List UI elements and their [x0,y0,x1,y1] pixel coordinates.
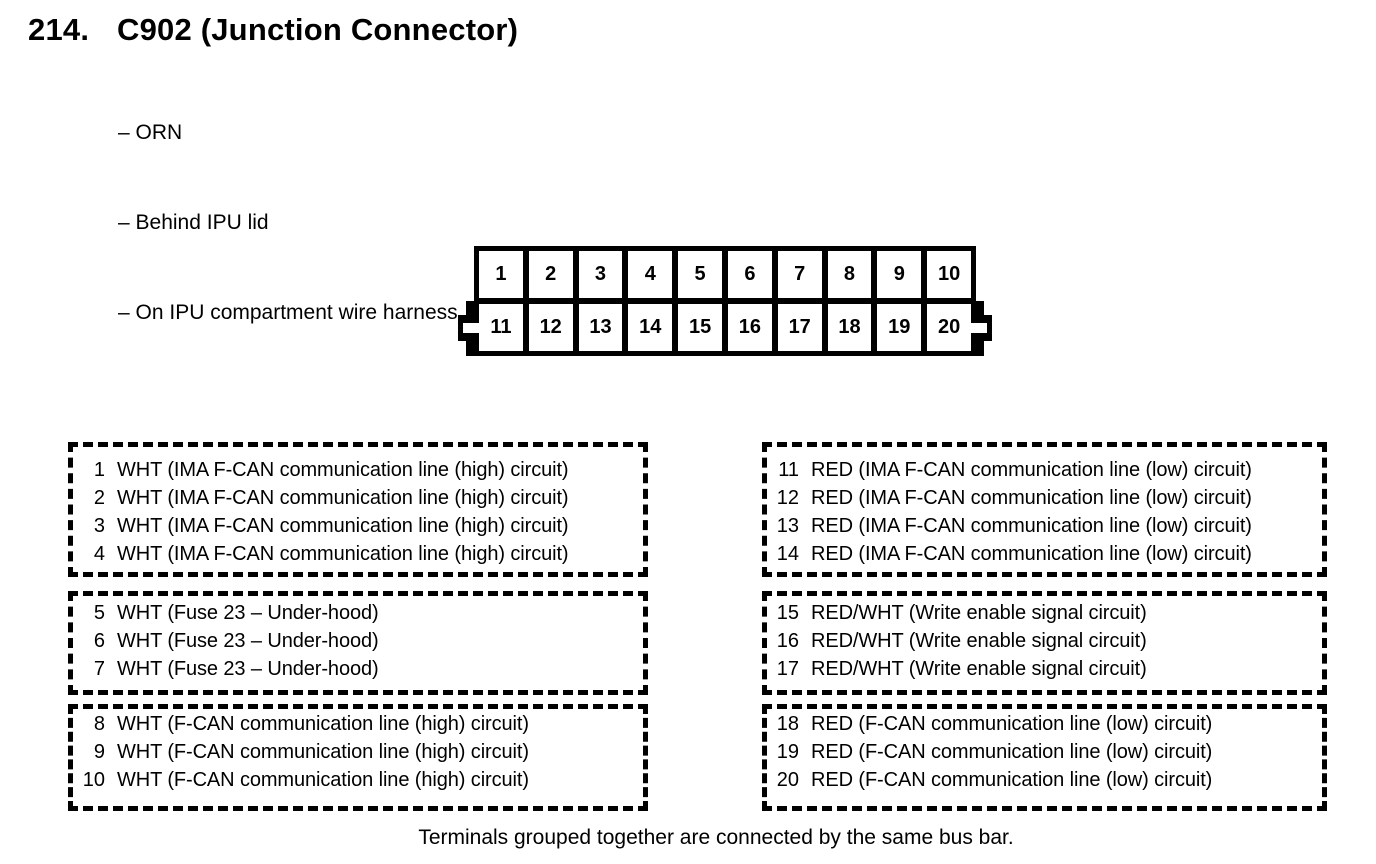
pin-number: 9 [93,741,105,763]
pin-number: 12 [776,487,799,509]
pin-cell-16: 16 [727,304,772,351]
terminal-row: 16 RED/WHT (Write enable signal circuit) [767,627,1322,655]
terminal-row: 11 RED (IMA F-CAN communication line (lo… [767,456,1322,484]
wire-description: WHT (IMA F-CAN communication line (high)… [117,487,569,509]
pin-cell-18: 18 [827,304,872,351]
wire-description: RED/WHT (Write enable signal circuit) [811,630,1147,652]
mount-tab-right-icon [971,315,992,341]
terminal-row: 2 WHT (IMA F-CAN communication line (hig… [73,484,643,512]
pin-cell-6: 6 [727,251,772,298]
terminal-row: 15 RED/WHT (Write enable signal circuit) [767,599,1322,627]
pin-number: 7 [93,658,105,680]
pin-cell-5: 5 [678,251,722,298]
terminal-row: 19 RED (F-CAN communication line (low) c… [767,738,1322,766]
pin-cell-8: 8 [827,251,872,298]
wire-description: WHT (IMA F-CAN communication line (high)… [117,515,569,537]
wire-description: RED/WHT (Write enable signal circuit) [811,658,1147,680]
connector-bottom-row: 11 12 13 14 15 16 17 18 19 20 [466,301,984,356]
wire-description: WHT (F-CAN communication line (high) cir… [117,741,529,763]
wire-description: RED (IMA F-CAN communication line (low) … [811,543,1252,565]
terminal-row: 4 WHT (IMA F-CAN communication line (hig… [73,540,643,568]
terminal-row: 18 RED (F-CAN communication line (low) c… [767,710,1322,738]
wire-description: WHT (IMA F-CAN communication line (high)… [117,459,569,481]
pin-number: 17 [776,658,799,680]
pin-number: 19 [776,741,799,763]
connector-notes: – ORN – Behind IPU lid – On IPU compartm… [118,58,458,388]
wire-description: RED (IMA F-CAN communication line (low) … [811,515,1252,537]
terminal-row: 6 WHT (Fuse 23 – Under-hood) [73,627,643,655]
note-color: – ORN [118,121,183,144]
connector-title: C902 (Junction Connector) [117,12,519,47]
pin-number: 13 [776,515,799,537]
pin-number: 8 [93,713,105,735]
pin-cell-19: 19 [877,304,922,351]
pin-cell-14: 14 [628,304,673,351]
pin-number: 5 [93,602,105,624]
wire-description: RED/WHT (Write enable signal circuit) [811,602,1147,624]
terminal-row: 5 WHT (Fuse 23 – Under-hood) [73,599,643,627]
wire-description: RED (IMA F-CAN communication line (low) … [811,459,1252,481]
connector-top-row: 1 2 3 4 5 6 7 8 9 10 [474,246,976,301]
wire-description: RED (IMA F-CAN communication line (low) … [811,487,1252,509]
wire-description: WHT (Fuse 23 – Under-hood) [117,630,379,652]
page-title: 214. C902 (Junction Connector) [28,12,518,48]
pin-number: 16 [776,630,799,652]
pin-cell-10: 10 [927,251,971,298]
wire-description: WHT (Fuse 23 – Under-hood) [117,602,379,624]
pin-number: 18 [776,713,799,735]
pin-cell-3: 3 [578,251,623,298]
terminal-group-box-pins-1-4: 1 WHT (IMA F-CAN communication line (hig… [68,442,648,577]
terminal-group-box-pins-11-14: 11 RED (IMA F-CAN communication line (lo… [762,442,1327,577]
pin-number: 3 [93,515,105,537]
terminal-group-box-pins-8-10: 8 WHT (F-CAN communication line (high) c… [68,704,648,811]
terminal-group-box-pins-5-7: 5 WHT (Fuse 23 – Under-hood) 6 WHT (Fuse… [68,591,648,695]
pin-cell-9: 9 [877,251,922,298]
pin-number: 10 [82,769,105,791]
wire-description: WHT (F-CAN communication line (high) cir… [117,713,529,735]
terminal-row: 14 RED (IMA F-CAN communication line (lo… [767,540,1322,568]
pin-number: 4 [93,543,105,565]
pin-number: 11 [778,459,799,481]
terminal-group-box-pins-15-17: 15 RED/WHT (Write enable signal circuit)… [762,591,1327,695]
pin-cell-4: 4 [628,251,673,298]
terminal-row: 10 WHT (F-CAN communication line (high) … [73,766,643,794]
terminal-group-box-pins-18-20: 18 RED (F-CAN communication line (low) c… [762,704,1327,811]
wire-description: WHT (Fuse 23 – Under-hood) [117,658,379,680]
pin-number: 14 [776,543,799,565]
pin-cell-2: 2 [528,251,573,298]
pin-number: 6 [93,630,105,652]
pin-cell-11: 11 [479,304,523,351]
pin-cell-20: 20 [927,304,971,351]
pin-cell-17: 17 [777,304,822,351]
connector-diagram: 1 2 3 4 5 6 7 8 9 10 11 12 13 14 15 16 1… [458,246,992,356]
pin-cell-1: 1 [479,251,523,298]
mount-tab-left-icon [458,315,479,341]
pin-cell-12: 12 [528,304,573,351]
note-harness: – On IPU compartment wire harness [118,301,458,324]
pin-number: 1 [93,459,105,481]
terminal-row: 20 RED (F-CAN communication line (low) c… [767,766,1322,794]
pin-cell-13: 13 [578,304,623,351]
section-number: 214. [28,12,90,47]
terminal-row: 3 WHT (IMA F-CAN communication line (hig… [73,512,643,540]
terminal-row: 13 RED (IMA F-CAN communication line (lo… [767,512,1322,540]
wire-description: WHT (F-CAN communication line (high) cir… [117,769,529,791]
wire-description: RED (F-CAN communication line (low) circ… [811,713,1213,735]
terminal-row: 12 RED (IMA F-CAN communication line (lo… [767,484,1322,512]
terminal-row: 17 RED/WHT (Write enable signal circuit) [767,655,1322,683]
terminal-row: 9 WHT (F-CAN communication line (high) c… [73,738,643,766]
pin-number: 2 [93,487,105,509]
terminal-row: 7 WHT (Fuse 23 – Under-hood) [73,655,643,683]
wire-description: WHT (IMA F-CAN communication line (high)… [117,543,569,565]
pin-number: 15 [776,602,799,624]
wire-description: RED (F-CAN communication line (low) circ… [811,741,1213,763]
terminal-row: 1 WHT (IMA F-CAN communication line (hig… [73,456,643,484]
pin-cell-7: 7 [777,251,822,298]
terminal-row: 8 WHT (F-CAN communication line (high) c… [73,710,643,738]
note-location: – Behind IPU lid [118,211,269,234]
pin-cell-15: 15 [678,304,722,351]
pin-number: 20 [776,769,799,791]
footer-note: Terminals grouped together are connected… [418,826,1014,849]
wire-description: RED (F-CAN communication line (low) circ… [811,769,1213,791]
